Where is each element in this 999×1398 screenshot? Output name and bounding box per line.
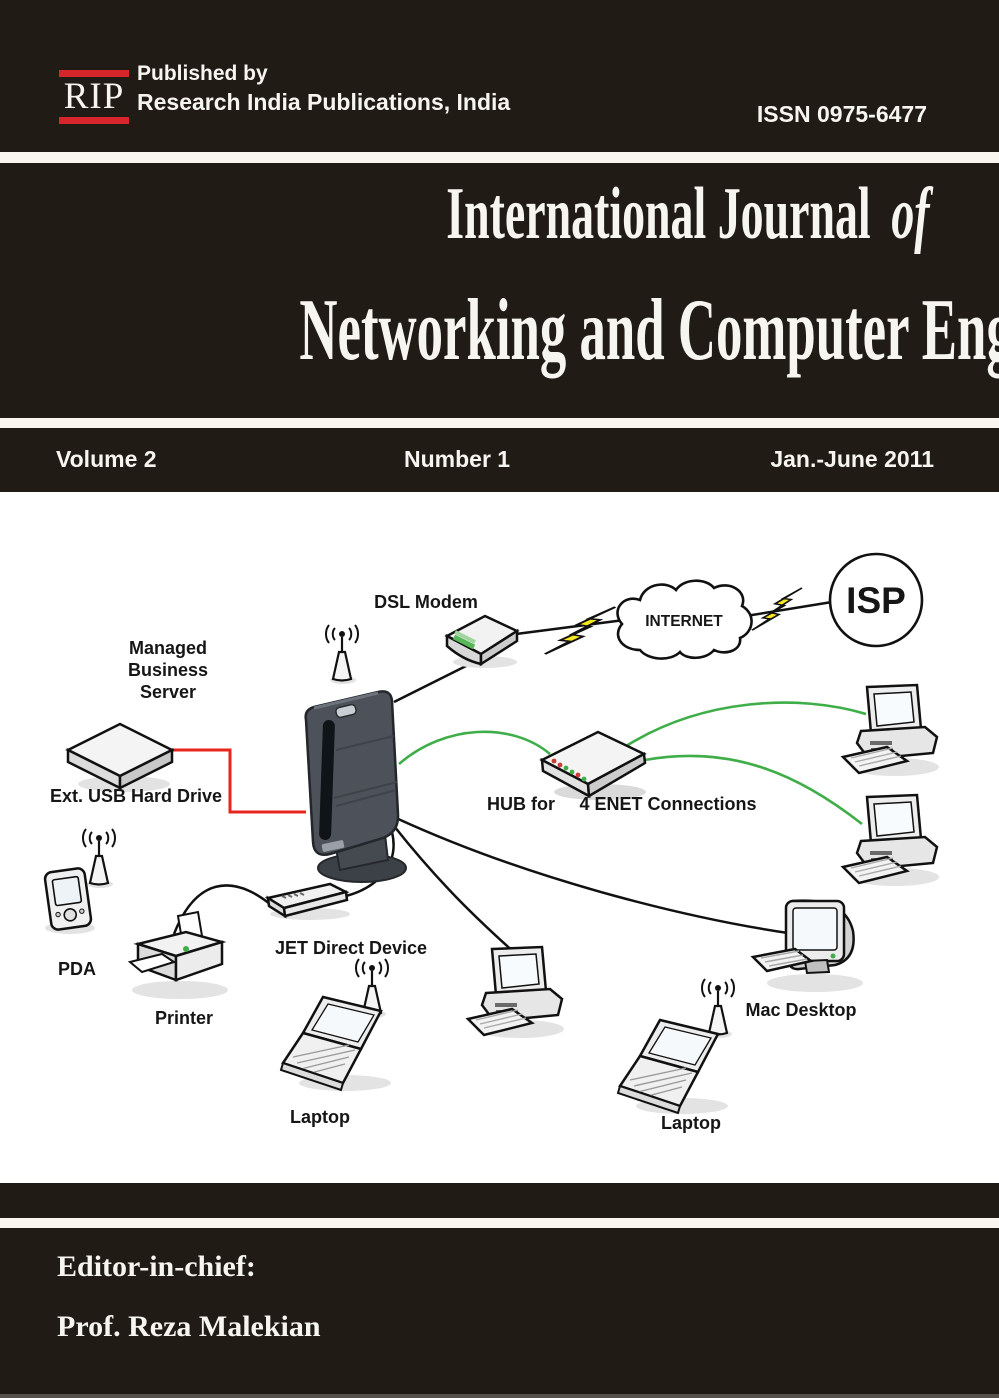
managed-server-label-1: Managed [129, 638, 207, 658]
wire-server-desktop [393, 825, 517, 955]
divider-stripe [0, 152, 999, 163]
mac-desktop-icon [751, 899, 865, 994]
laptop-right-icon [616, 1018, 730, 1116]
desktop-pc-center-icon [466, 945, 566, 1040]
logo-text: RIP [63, 76, 125, 117]
number-label: Number 1 [404, 446, 511, 472]
laptop-right-antenna-icon [700, 977, 736, 1040]
jet-device-label: JET Direct Device [275, 938, 427, 958]
managed-server-label-3: Server [140, 682, 196, 702]
published-by-line2: Research India Publications, India [137, 89, 511, 115]
logo-bottom-bar-icon [59, 117, 129, 124]
title-line1-of: of [891, 173, 930, 255]
volume-label: Volume 2 [56, 446, 157, 472]
published-by-block: Published by Research India Publications… [137, 60, 510, 118]
hub-label-left: HUB for [487, 794, 555, 814]
title-line1-text: International Journal [446, 173, 872, 255]
network-diagram: DSL Modem INTERNET ISP Managed Business … [0, 492, 999, 1314]
published-by-line1: Published by [137, 62, 268, 85]
server-antenna-icon [324, 623, 360, 686]
lightning-bolt-icon [543, 605, 617, 656]
network-diagram-svg: DSL Modem INTERNET ISP Managed Business … [42, 552, 941, 1314]
usb-hard-drive-icon [66, 722, 174, 794]
dsl-modem-label: DSL Modem [374, 592, 478, 612]
laptop-left-icon [279, 995, 393, 1093]
wire-internet-isp [745, 600, 833, 618]
laptop-right-label: Laptop [661, 1113, 721, 1133]
publisher-logo: RIP [59, 70, 129, 124]
internet-label: INTERNET [645, 613, 723, 630]
wire-hub-pc1-green [619, 701, 867, 752]
editor-role-label: Editor-in-chief: [57, 1250, 256, 1283]
desktop-pc1-icon [841, 683, 941, 778]
logo-top-bar-icon [59, 70, 129, 77]
laptop-left-label: Laptop [290, 1107, 350, 1127]
pda-icon [42, 866, 97, 936]
header-band: RIP Published by Research India Publicat… [0, 0, 999, 152]
dsl-modem-icon [447, 616, 517, 668]
wire-usb-server-red [172, 748, 306, 814]
desktop-pc2-icon [841, 793, 941, 888]
wire-modem-server [393, 658, 479, 704]
issue-bar: Volume 2 Number 1 Jan.-June 2011 [0, 428, 999, 492]
isp-circle-icon [828, 552, 924, 648]
usb-drive-label: Ext. USB Hard Drive [50, 786, 222, 806]
managed-server-label-2: Business [128, 660, 208, 680]
footer-band: Editor-in-chief: Prof. Reza Malekian [0, 1228, 999, 1398]
divider-stripe [0, 418, 999, 428]
jet-direct-device-icon [264, 882, 350, 920]
wire-server-mac [395, 816, 789, 935]
editor-name: Prof. Reza Malekian [57, 1310, 321, 1343]
journal-title-line2: Networking and Computer Engineering [299, 282, 999, 379]
network-wires [172, 600, 867, 955]
title-band: International Journal of Networking and … [0, 163, 999, 418]
journal-title-line1: International Journal of [0, 177, 930, 251]
footer-top-band [0, 1183, 999, 1218]
wire-server-hub-green [398, 730, 551, 765]
period-label: Jan.-June 2011 [770, 446, 934, 472]
pda-antenna-icon [81, 827, 117, 890]
mac-desktop-label: Mac Desktop [745, 1000, 856, 1020]
pda-label: PDA [58, 959, 96, 979]
issn-number: ISSN 0975-6477 [756, 101, 927, 127]
printer-icon [128, 910, 230, 1001]
managed-server-icon [304, 689, 408, 884]
divider-stripe [0, 1218, 999, 1228]
wire-modem-internet [515, 617, 633, 636]
hub-label-right: 4 ENET Connections [579, 794, 756, 814]
bottom-edge-line [0, 1394, 999, 1398]
wire-hub-pc2-green [644, 754, 863, 826]
isp-label: ISP [846, 580, 906, 621]
printer-label: Printer [155, 1008, 213, 1028]
internet-cloud-icon [616, 579, 753, 660]
